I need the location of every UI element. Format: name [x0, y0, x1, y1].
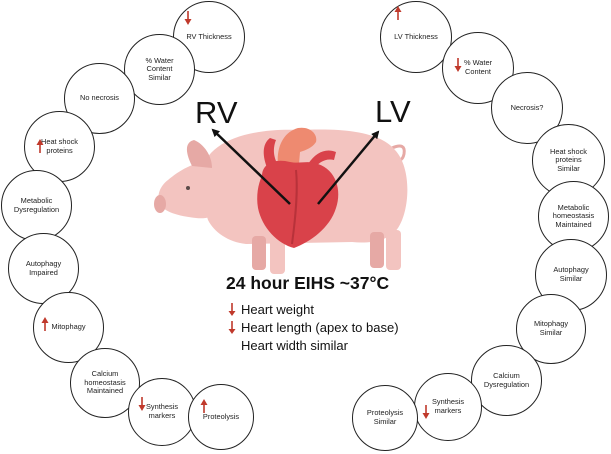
rv-finding-8: Calcium homeostasis Maintained [70, 348, 140, 418]
finding-arrow [184, 11, 192, 30]
rv-finding-7: Mitophagy [33, 292, 104, 363]
finding-label: Proteolysis Similar [366, 408, 404, 426]
lv-finding-9: Synthesis markers [414, 373, 482, 441]
rv-finding-9: Synthesis markers [128, 378, 196, 446]
finding-arrow [36, 139, 44, 158]
finding-label: Mitophagy [51, 322, 86, 332]
arrow-down-icon [138, 397, 146, 411]
finding-arrow [138, 397, 146, 416]
lv-finding-10: Proteolysis Similar [352, 385, 418, 451]
arrow-up-icon [394, 6, 402, 20]
rv-finding-10: Proteolysis [188, 384, 254, 450]
finding-arrow [422, 405, 430, 424]
finding-label: Synthesis markers [145, 402, 179, 420]
arrow-up-icon [41, 317, 49, 331]
finding-arrow [200, 399, 208, 418]
effect-text: Heart length (apex to base) [241, 320, 399, 335]
pig-leg-front-back [252, 236, 266, 270]
finding-label: Metabolic homeostasis Maintained [552, 202, 595, 229]
pig-snout [154, 195, 166, 213]
finding-arrow [41, 317, 49, 336]
lv-finding-1: LV Thickness [380, 1, 452, 73]
arrow-up-icon [36, 139, 44, 153]
finding-label: Calcium homeostasis Maintained [84, 369, 126, 396]
arrow-down-icon [184, 11, 192, 25]
rv-finding-2: % Water Content Similar [124, 34, 195, 105]
arrow-up-icon [200, 399, 208, 413]
rv-pointer-arrow [211, 128, 291, 205]
finding-label: Calcium Dysregulation [483, 370, 530, 389]
condition-title: 24 hour EIHS ~37°C [226, 273, 390, 293]
finding-arrow [394, 6, 402, 25]
lv-label: LV [375, 94, 411, 129]
pig-ear [186, 140, 212, 168]
lv-finding-8: Calcium Dysregulation [471, 345, 542, 416]
finding-label: Metabolic Dysregulation [13, 195, 60, 214]
finding-label: Autophagy Similar [553, 265, 589, 283]
effect-heart-length: Heart length (apex to base) [228, 320, 399, 335]
finding-label: Heat shock proteins Similar [550, 146, 587, 173]
arrow-down-icon [422, 405, 430, 419]
finding-label: Heat shock proteins [41, 136, 78, 155]
arrow-down-icon [228, 321, 236, 334]
finding-label: LV Thickness [394, 31, 438, 41]
finding-label: % Water Content [463, 58, 493, 76]
effect-text: Heart width similar [241, 338, 348, 353]
finding-label: Proteolysis [202, 411, 240, 421]
rv-finding-5: Metabolic Dysregulation [1, 170, 72, 241]
finding-label: Autophagy Impaired [25, 258, 62, 277]
finding-label: Synthesis markers [431, 397, 465, 415]
finding-label: RV Thickness [186, 31, 232, 41]
arrow-down-icon [454, 58, 462, 72]
finding-label: Mitophagy Similar [533, 319, 569, 337]
pig-leg-rear [386, 230, 401, 270]
effect-heart-weight: Heart weight [228, 302, 314, 317]
finding-label: Necrosis? [510, 102, 544, 112]
effect-text: Heart weight [241, 302, 314, 317]
pig-head [158, 161, 230, 219]
rv-label: RV [195, 95, 238, 130]
heart-illustration [257, 127, 339, 248]
heart-septum [291, 169, 298, 245]
pig-eye [186, 186, 190, 190]
finding-arrow [454, 58, 462, 77]
lv-pointer-arrow [317, 130, 380, 205]
pig-leg-front [270, 236, 285, 274]
arrow-down-icon [228, 303, 236, 316]
finding-label: No necrosis [79, 93, 120, 103]
heart-body [257, 160, 339, 248]
finding-label: % Water Content Similar [145, 55, 174, 82]
effect-heart-width: Heart width similar [228, 338, 348, 353]
pig-leg-rear-back [370, 232, 384, 268]
